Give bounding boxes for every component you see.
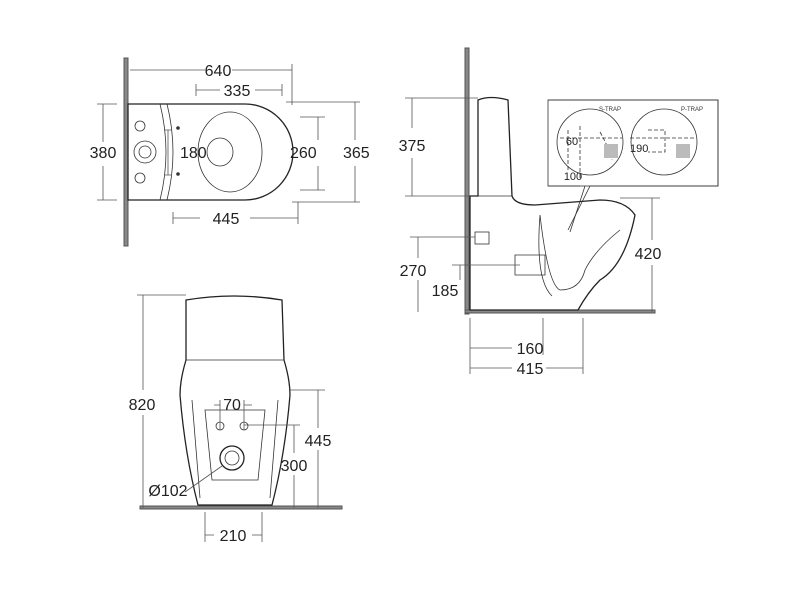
dim-260: 260 (290, 145, 317, 162)
wall (464, 47, 470, 315)
dim-820: 820 (129, 397, 156, 414)
s-trap-detail (556, 108, 624, 176)
seat (197, 111, 263, 193)
p-trap-detail (630, 108, 698, 176)
s-trap-dim-60: 60 (566, 136, 578, 148)
dim-270: 270 (400, 263, 427, 280)
s-trap-dim-100: 100 (564, 171, 582, 183)
dim-640: 640 (205, 63, 232, 80)
dim-180: 180 (180, 145, 207, 162)
inlet (474, 231, 490, 245)
top-view: 640 335 380 180 260 365 445 (90, 57, 370, 247)
p-trap-label: P-TRAP (681, 107, 703, 113)
dim-160: 160 (517, 341, 544, 358)
dim-415: 415 (517, 361, 544, 378)
p-trap-dim-190: 190 (630, 143, 648, 155)
dim-335: 335 (224, 83, 251, 100)
toilet-outline-side (469, 96, 636, 311)
dim-445-front: 445 (305, 433, 332, 450)
inset-box (547, 99, 719, 187)
side-view: 375 270 185 420 160 415 S-TRAP P-TRAP 60… (399, 47, 719, 378)
dim-210: 210 (220, 528, 247, 545)
toilet-outline-top (127, 103, 294, 201)
dim-375: 375 (399, 138, 426, 155)
bowl-opening (206, 137, 234, 167)
s-trap-label: S-TRAP (599, 107, 621, 113)
dim-70: 70 (223, 397, 241, 414)
toilet-outline-front (179, 295, 291, 506)
dim-420: 420 (635, 246, 662, 263)
dim-365: 365 (343, 145, 370, 162)
dim-380: 380 (90, 145, 117, 162)
front-view: 820 70 445 300 Ø102 210 (129, 294, 343, 545)
dim-185: 185 (432, 283, 459, 300)
dim-300: 300 (281, 458, 308, 475)
flush-valve (133, 140, 157, 164)
trap-inset: S-TRAP P-TRAP 60 100 190 (547, 99, 719, 233)
tank-edge (159, 103, 167, 201)
dim-445-top: 445 (213, 211, 240, 228)
dim-diameter-102: Ø102 (148, 483, 187, 500)
floor (139, 505, 343, 510)
outlet-circle (219, 445, 245, 471)
